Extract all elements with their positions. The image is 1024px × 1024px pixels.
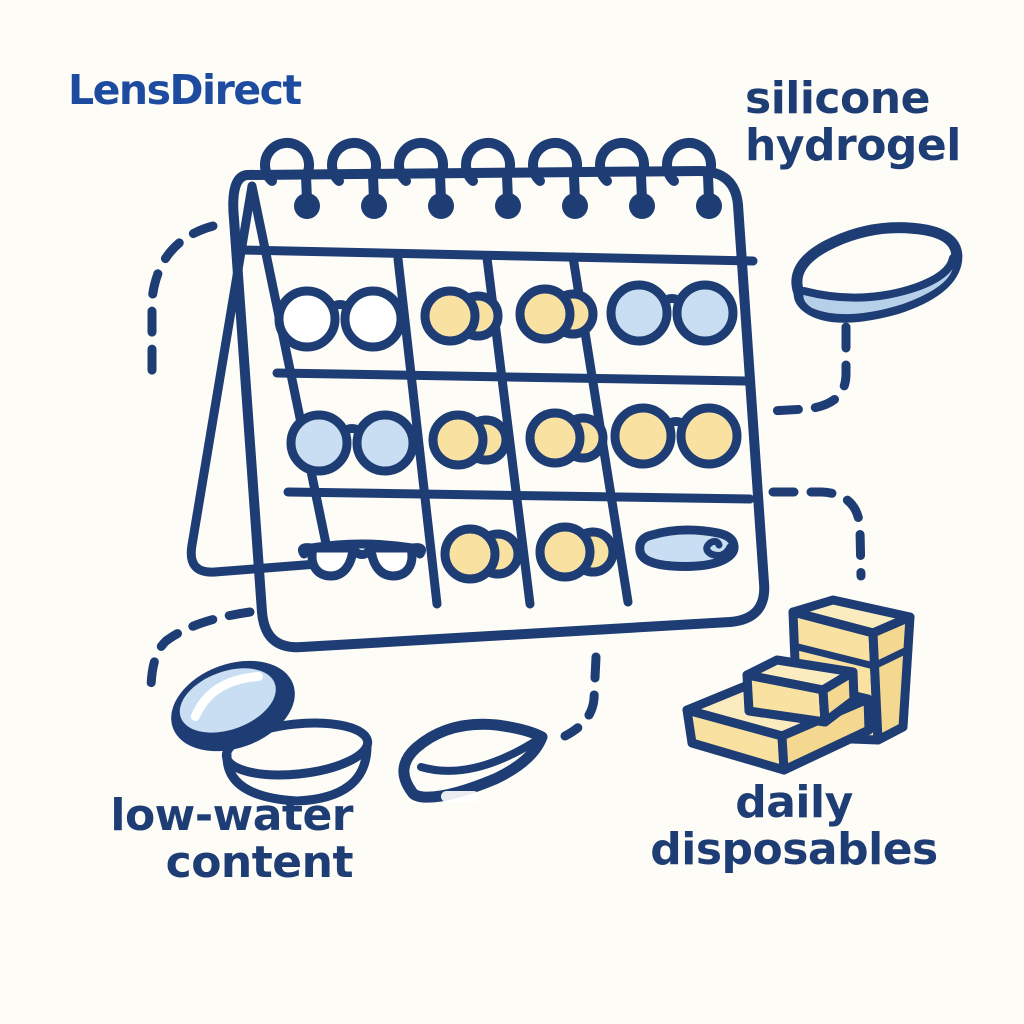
label-line: silicone [745,73,930,124]
lens-bowl-outline [791,222,963,323]
contact-lens-icon-bottom-center [398,718,548,803]
round-glasses-blue [291,415,413,471]
calendar-cells [279,285,737,579]
label-line: content [165,836,354,888]
desk-calendar-icon [186,137,770,653]
small-box-side [818,667,859,727]
lens-case-icon [171,660,373,806]
calendar-body [228,166,770,653]
connector-silicone-hydrogel [766,322,851,416]
tall-box-side [868,612,915,745]
contact-lens-pair-yellow [425,291,498,341]
lens-drop-outline [398,718,548,803]
connector-top-left [147,221,218,376]
spiral-binding [260,137,722,219]
label-line: hydrogel [745,119,961,171]
tall-box-band [790,642,913,670]
connector-bottom-lens [560,652,601,741]
contact-lens-blob-blue [640,530,734,567]
spiral-ring [260,137,320,219]
spiral-ring [394,137,454,219]
contact-lens-pair-yellow [520,289,593,339]
aviator-glasses-white [303,544,422,576]
label-line: daily [735,777,853,828]
spiral-ring [595,137,655,219]
lens-highlight [441,791,479,802]
case-base-rim [221,718,373,780]
contact-lens-pair-yellow [540,527,613,577]
label-silicone-hydrogel: silicone hydrogel [745,73,961,171]
calendar-back-stand [186,181,335,577]
label-line: disposables [650,823,938,875]
spiral-ring [528,137,588,219]
connector-low-water [146,607,255,696]
case-lid-top [179,668,276,733]
dashed-connectors [146,221,866,741]
spiral-ring [461,137,521,219]
case-base-wall [222,742,372,806]
spiral-ring [327,137,387,219]
lensdirect-logo: LensDirect [68,66,302,114]
round-glasses-white [279,291,401,347]
disposable-lens-boxes-icon [682,595,915,775]
spiral-ring [662,137,722,219]
calendar-header-divider [236,245,758,266]
grid-row-line [272,368,750,386]
case-lid [171,660,295,752]
contact-lens-pair-yellow [433,415,506,465]
contact-lens-pair-yellow [445,529,518,579]
lens-inner-curve [417,735,543,775]
round-glasses-yellow [615,408,737,464]
case-lid-highlight [190,672,263,722]
lens-bowl-shade [803,259,954,315]
label-daily-disposables: daily disposables [650,777,938,875]
round-glasses-blue [611,285,733,341]
connector-daily-disposables [768,487,866,581]
lens-rim-line [800,254,957,302]
contact-lens-icon-top-right [791,222,963,323]
contact-lens-pair-yellow [530,413,603,463]
